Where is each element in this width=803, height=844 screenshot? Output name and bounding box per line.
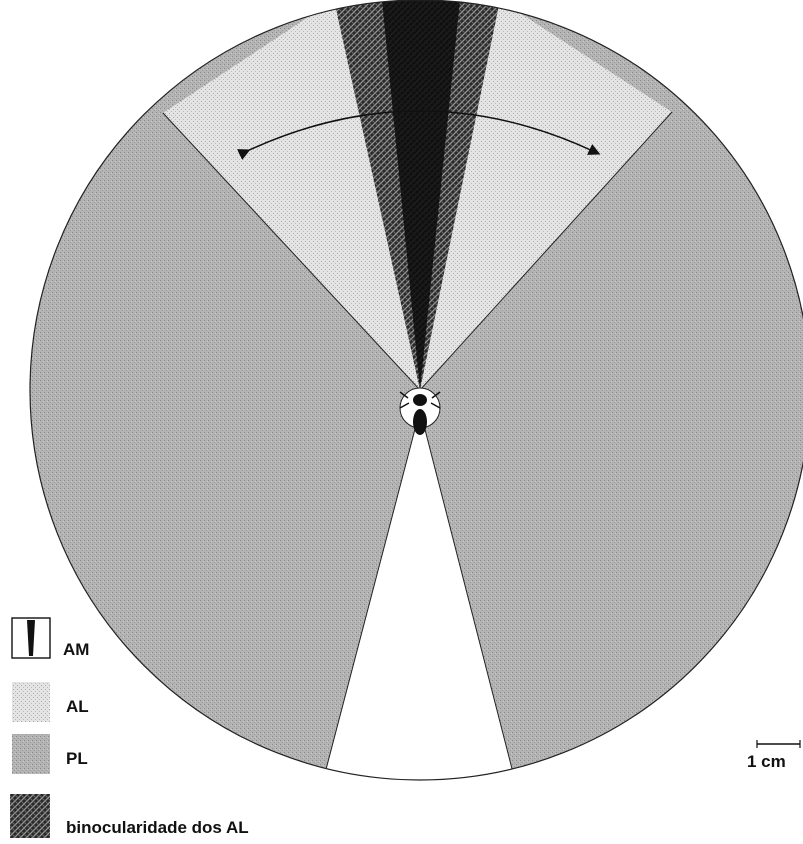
legend-label-am: AM xyxy=(63,640,89,660)
legend-label-pl: PL xyxy=(66,749,88,769)
legend-swatch-binocular xyxy=(10,794,50,838)
legend-swatch-am xyxy=(12,618,50,658)
legend-label-binocular: binocularidade dos AL xyxy=(66,818,249,838)
legend-swatch-pl xyxy=(12,734,50,774)
legend-label-al: AL xyxy=(66,697,89,717)
scale-bar-label: 1 cm xyxy=(747,752,786,772)
legend-swatch-al xyxy=(12,682,50,722)
